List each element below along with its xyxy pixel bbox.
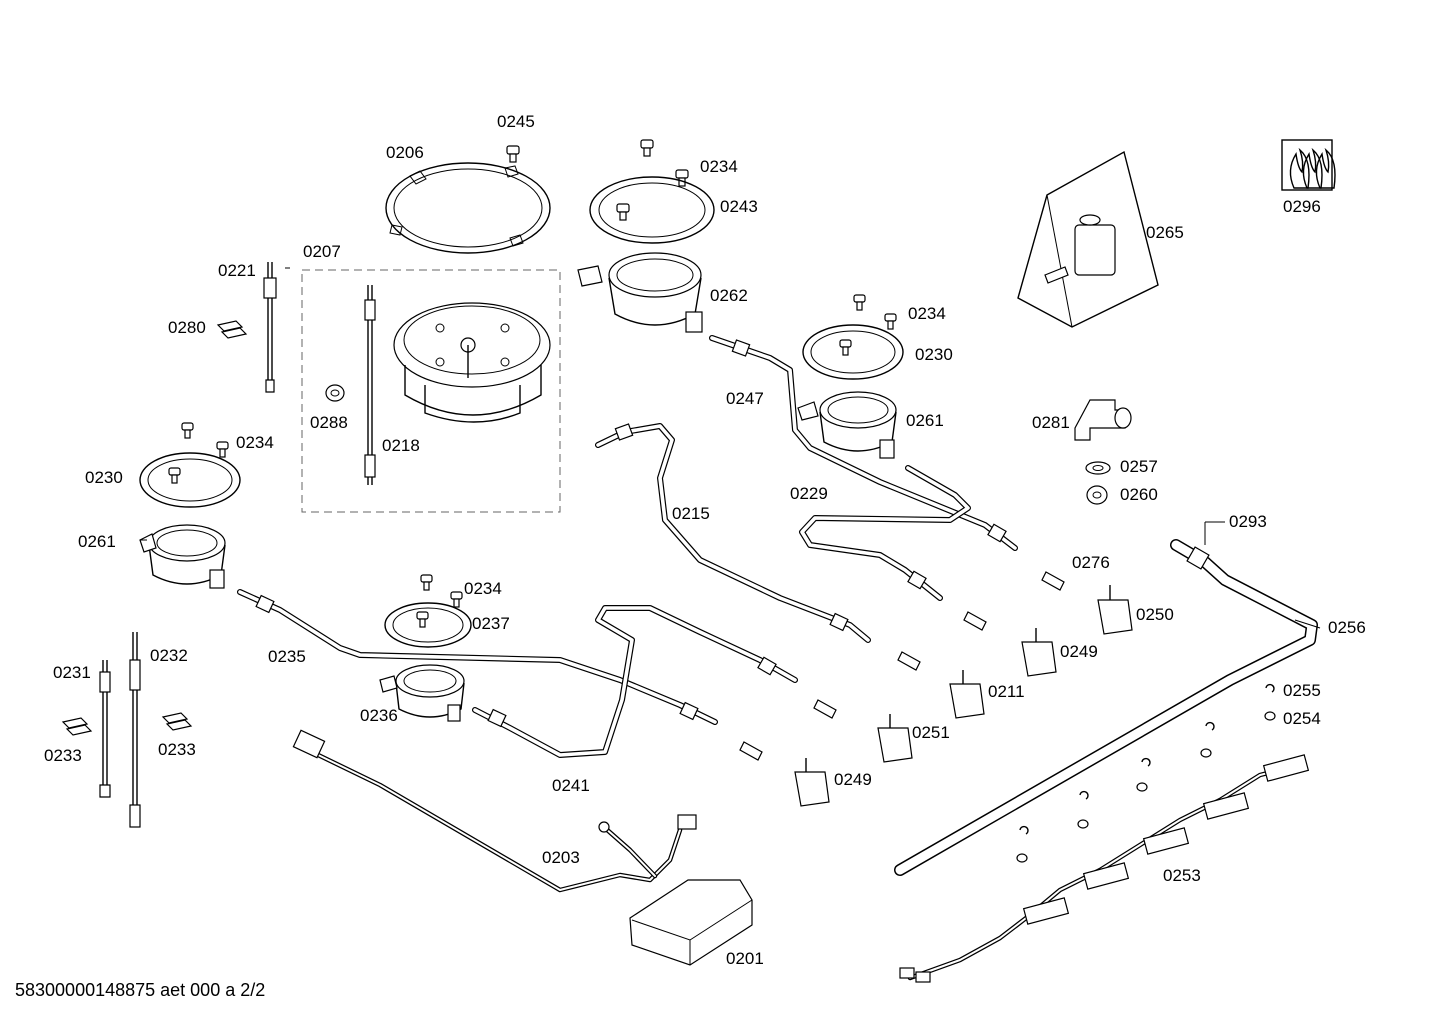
screws-0234-left xyxy=(168,422,229,484)
label-0236: 0236 xyxy=(360,706,398,725)
label-0247: 0247 xyxy=(726,389,764,408)
label-0280: 0280 xyxy=(168,318,206,337)
assembly-box-0207 xyxy=(301,269,561,513)
label-0207: 0207 xyxy=(303,242,341,261)
label-0233-left: 0233 xyxy=(44,746,82,765)
valve-0251 xyxy=(877,714,913,763)
label-0235: 0235 xyxy=(268,647,306,666)
tube-0229 xyxy=(799,465,971,601)
label-0254: 0254 xyxy=(1283,709,1321,728)
label-0211: 0211 xyxy=(988,682,1025,701)
screw-0245 xyxy=(506,145,520,163)
label-0257: 0257 xyxy=(1120,457,1158,476)
label-0229: 0229 xyxy=(790,484,828,503)
label-0201: 0201 xyxy=(726,949,764,968)
regulator-0265 xyxy=(1017,150,1159,328)
tube-0247 xyxy=(709,335,1018,551)
burner-cup-0236 xyxy=(379,664,465,722)
washer-0257 xyxy=(1085,461,1111,475)
valve-0250 xyxy=(1097,585,1133,635)
clip-0233-right xyxy=(161,712,193,731)
label-0251: 0251 xyxy=(912,723,950,742)
screws-0234-right xyxy=(839,294,897,356)
valve-0249-lower xyxy=(794,758,830,807)
label-0276: 0276 xyxy=(1072,553,1110,572)
wiring-harness-0203 xyxy=(292,729,697,893)
electrode-0231 xyxy=(99,660,111,798)
tube-0215 xyxy=(595,423,871,643)
label-0281: 0281 xyxy=(1032,413,1070,432)
label-0243: 0243 xyxy=(720,197,758,216)
label-0265: 0265 xyxy=(1146,223,1184,242)
clips-0255-springs-0254 xyxy=(1016,683,1276,863)
label-0234-left: 0234 xyxy=(236,433,274,452)
label-0261-right: 0261 xyxy=(906,411,944,430)
clip-0233-left xyxy=(61,717,93,736)
switch-harness-0253 xyxy=(899,754,1310,983)
gasket-0230-left xyxy=(139,452,241,508)
tube-0241 xyxy=(472,605,798,758)
injectors xyxy=(739,571,1065,761)
label-0234-small: 0234 xyxy=(464,579,502,598)
burner-cup-0261-left xyxy=(139,524,226,589)
valve-0211 xyxy=(949,670,985,719)
label-0230-right: 0230 xyxy=(915,345,953,364)
gasket-0243 xyxy=(589,176,715,244)
label-0249-upper: 0249 xyxy=(1060,642,1098,661)
label-0206: 0206 xyxy=(386,143,424,162)
thermocouple-0218 xyxy=(364,285,376,485)
elbow-0281 xyxy=(1074,399,1132,441)
label-0260: 0260 xyxy=(1120,485,1158,504)
ignition-module-0201 xyxy=(629,879,753,966)
gasket-0237 xyxy=(384,602,472,648)
label-0255: 0255 xyxy=(1283,681,1321,700)
tube-0235 xyxy=(237,589,718,725)
nut-0288 xyxy=(325,384,345,402)
gasket-0206 xyxy=(385,162,551,254)
label-0245: 0245 xyxy=(497,112,535,131)
label-0221: 0221 xyxy=(218,261,256,280)
label-0288: 0288 xyxy=(310,413,348,432)
label-0256: 0256 xyxy=(1328,618,1366,637)
burner-cup-0261-right xyxy=(797,391,897,459)
part-labels: 0245 0206 0207 0221 0280 0288 0218 0234 … xyxy=(44,112,1366,968)
label-0261-left: 0261 xyxy=(78,532,116,551)
label-0215: 0215 xyxy=(672,504,710,523)
leader-lines xyxy=(140,267,1321,629)
electrode-0221 xyxy=(263,262,277,393)
nut-0260 xyxy=(1086,485,1108,505)
label-0218: 0218 xyxy=(382,436,420,455)
label-0232: 0232 xyxy=(150,646,188,665)
screws-0234-small xyxy=(416,574,463,628)
label-0237: 0237 xyxy=(472,614,510,633)
gasket-0230-right xyxy=(802,324,904,380)
label-0293: 0293 xyxy=(1229,512,1267,531)
label-0296: 0296 xyxy=(1283,197,1321,216)
flame-symbol-0296 xyxy=(1281,139,1336,191)
label-0231: 0231 xyxy=(53,663,91,682)
document-id-footer: 58300000148875 aet 000 a 2/2 xyxy=(15,980,266,1000)
label-0233-right: 0233 xyxy=(158,740,196,759)
label-0249-lower: 0249 xyxy=(834,770,872,789)
label-0253: 0253 xyxy=(1163,866,1201,885)
label-0234-right: 0234 xyxy=(908,304,946,323)
label-0262: 0262 xyxy=(710,286,748,305)
burner-base-0207 xyxy=(393,302,551,423)
label-0241: 0241 xyxy=(552,776,590,795)
clip-0280 xyxy=(216,320,248,339)
burner-cup-0262 xyxy=(577,252,703,333)
label-0250: 0250 xyxy=(1136,605,1174,624)
label-0203: 0203 xyxy=(542,848,580,867)
electrode-0232 xyxy=(129,632,141,828)
label-0230-left: 0230 xyxy=(85,468,123,487)
label-0234-top: 0234 xyxy=(700,157,738,176)
valve-0249-upper xyxy=(1021,628,1057,677)
